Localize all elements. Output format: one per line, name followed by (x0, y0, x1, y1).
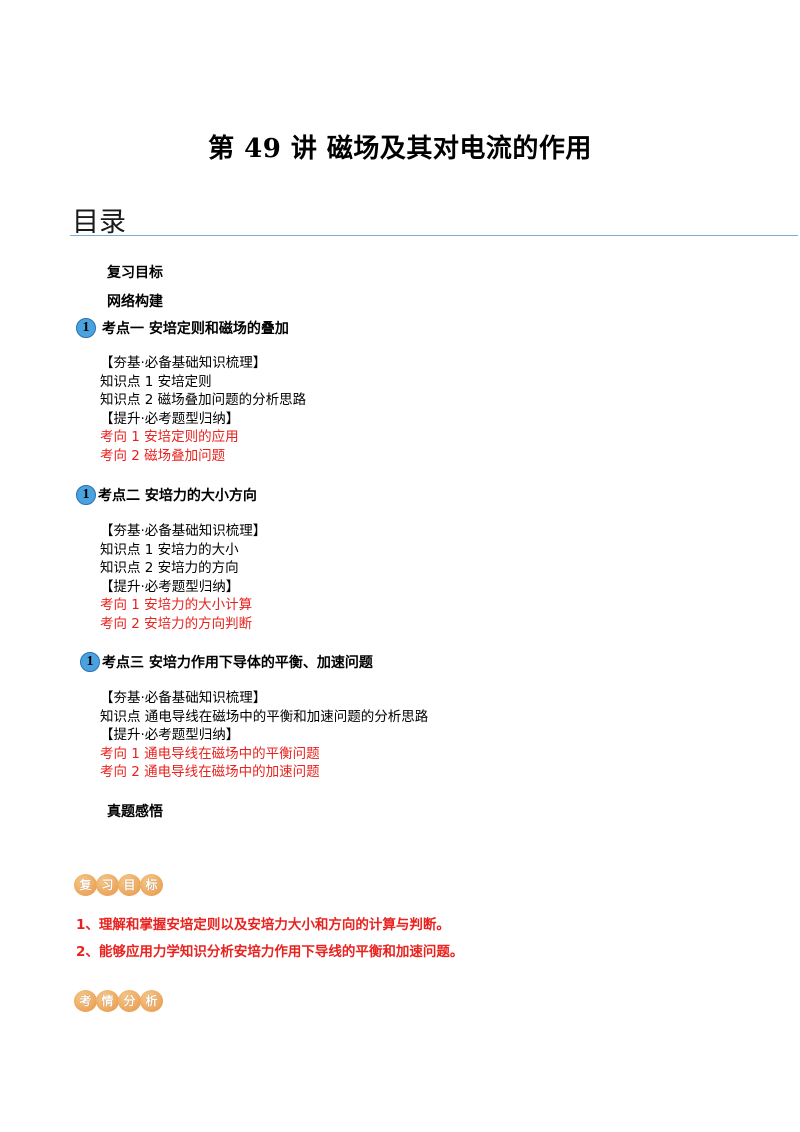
section-3-lines: 【夯基·必备基础知识梳理】 知识点 通电导线在磁场中的平衡和加速问题的分析思路 … (100, 689, 428, 782)
section-title[interactable]: 考点三 安培力作用下导体的平衡、加速问题 (102, 655, 373, 671)
page-title: 第 49 讲 磁场及其对电流的作用 (208, 134, 592, 164)
toc-line-red[interactable]: 考向 2 磁场叠加问题 (100, 447, 226, 464)
section-1-lines: 【夯基·必备基础知识梳理】 知识点 1 安培定则 知识点 2 磁场叠加问题的分析… (100, 354, 306, 465)
review-goal-banner: 复 习 目 标 (74, 874, 163, 896)
number-badge-icon: 1 (80, 652, 100, 672)
toc-line[interactable]: 【夯基·必备基础知识梳理】 (100, 690, 267, 706)
banner-char: 习 (96, 874, 119, 896)
section-2-lines: 【夯基·必备基础知识梳理】 知识点 1 安培力的大小 知识点 2 安培力的方向 … (100, 522, 266, 633)
toc-line[interactable]: 知识点 1 安培定则 (100, 373, 212, 390)
toc-line[interactable]: 【提升·必考题型归纳】 (100, 578, 240, 595)
banner-char: 复 (74, 874, 97, 896)
banner-char: 目 (118, 874, 141, 896)
toc-line-red[interactable]: 考向 1 通电导线在磁场中的平衡问题 (100, 745, 320, 762)
toc-line-red[interactable]: 考向 2 通电导线在磁场中的加速问题 (100, 764, 320, 780)
toc-line[interactable]: 【提升·必考题型归纳】 (100, 410, 240, 427)
number-badge-icon: 1 (76, 485, 96, 505)
section-title[interactable]: 考点二 安培力的大小方向 (98, 488, 257, 504)
banner-char: 析 (140, 990, 163, 1012)
toc-section-1: 1 考点一 安培定则和磁场的叠加 (76, 318, 289, 338)
toc-line[interactable]: 知识点 通电导线在磁场中的平衡和加速问题的分析思路 (100, 708, 429, 725)
toc-heading: 目录 (72, 207, 126, 238)
toc-divider (70, 235, 798, 236)
toc-line[interactable]: 知识点 1 安培力的大小 (100, 541, 239, 558)
analysis-banner: 考 情 分 析 (74, 990, 163, 1012)
section-title[interactable]: 考点一 安培定则和磁场的叠加 (102, 321, 289, 337)
goal-item-1: 1、理解和掌握安培定则以及安培力大小和方向的计算与判断。 (76, 917, 450, 933)
toc-entry-review-goal[interactable]: 复习目标 (107, 265, 163, 281)
toc-line-red[interactable]: 考向 1 安培力的大小计算 (100, 597, 253, 613)
number-badge-icon: 1 (76, 318, 96, 338)
toc-line[interactable]: 【夯基·必备基础知识梳理】 (100, 523, 267, 539)
toc-line-red[interactable]: 考向 1 安培定则的应用 (100, 429, 239, 445)
toc-line-red[interactable]: 考向 2 安培力的方向判断 (100, 615, 253, 632)
toc-line[interactable]: 【夯基·必备基础知识梳理】 (100, 355, 267, 371)
toc-line[interactable]: 【提升·必考题型归纳】 (100, 727, 240, 743)
banner-char: 考 (74, 990, 97, 1012)
banner-char: 标 (140, 874, 163, 896)
toc-section-3: 1 考点三 安培力作用下导体的平衡、加速问题 (80, 652, 373, 672)
banner-char: 情 (96, 990, 119, 1012)
toc-line[interactable]: 知识点 2 磁场叠加问题的分析思路 (100, 392, 307, 408)
goal-item-2: 2、能够应用力学知识分析安培力作用下导线的平衡和加速问题。 (76, 944, 464, 960)
toc-line[interactable]: 知识点 2 安培力的方向 (100, 560, 239, 576)
banner-char: 分 (118, 990, 141, 1012)
toc-entry-network[interactable]: 网络构建 (107, 294, 163, 310)
toc-entry-real-exam[interactable]: 真题感悟 (107, 804, 163, 820)
toc-section-2: 1 考点二 安培力的大小方向 (76, 485, 257, 505)
